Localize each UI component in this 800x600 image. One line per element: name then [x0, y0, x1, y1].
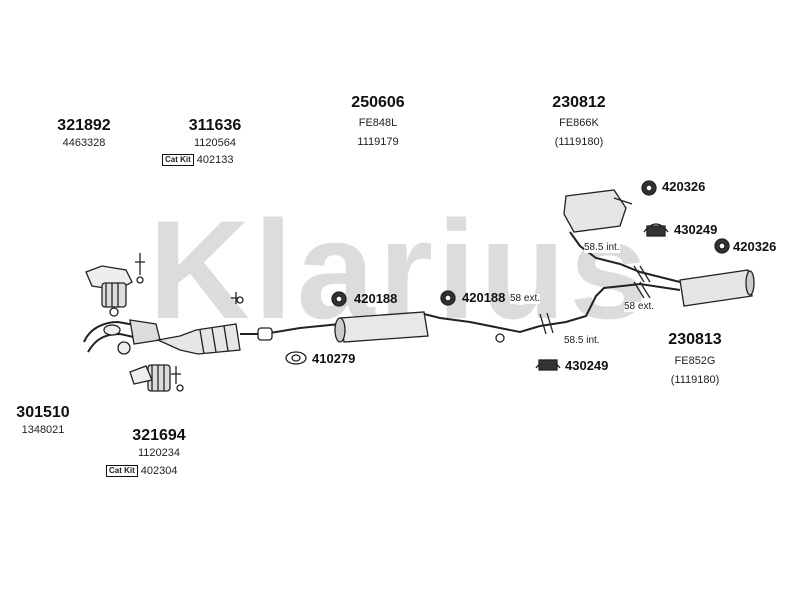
rubber-mount-icon: [714, 238, 730, 254]
cat-kit-row-311636: Cat Kit 402133: [162, 154, 234, 166]
part-ref-4463328: 4463328: [62, 137, 106, 149]
part-ref-1119180: (1119180): [554, 136, 604, 148]
annotation-58-ext-left: 58 ext.: [510, 293, 541, 304]
fitting-420188-a[interactable]: 420188: [354, 291, 398, 306]
down-pipe: [83, 319, 161, 355]
part-number-230812[interactable]: 230812: [552, 94, 606, 111]
cat-kit-ref: 402133: [196, 153, 234, 166]
part-number-321694[interactable]: 321694: [132, 427, 186, 444]
rear-pipe: [539, 282, 681, 327]
gasket-icon: [285, 351, 307, 365]
cat-kit-row-321694: Cat Kit 402304: [106, 465, 178, 477]
hanger-icon: [643, 223, 669, 237]
fitting-420188-b[interactable]: 420188: [462, 290, 506, 305]
flange-ring: [257, 327, 273, 341]
exhaust-system: [83, 189, 755, 392]
rear-silencer: [679, 269, 755, 307]
part-code-fe852g: FE852G: [674, 355, 716, 367]
upper-rear-box: [563, 189, 633, 233]
front-catalyst-lower: [129, 364, 184, 392]
centre-silencer: [334, 311, 541, 343]
clamp-joint: [539, 265, 651, 335]
annotation-58-ext-right: 58 ext.: [624, 301, 655, 312]
fitting-420326-top[interactable]: 420326: [662, 179, 706, 194]
annotation-58-5-int-top: 58.5 int.: [584, 242, 620, 253]
fitting-410279[interactable]: 410279: [312, 351, 356, 366]
part-ref-1120234: 1120234: [137, 447, 181, 459]
cat-kit-badge: Cat Kit: [106, 465, 138, 477]
front-catalyst-upper: [85, 253, 145, 317]
part-code-fe866k: FE866K: [559, 117, 599, 129]
part-code-fe848l: FE848L: [358, 117, 398, 129]
cat-kit-ref: 402304: [140, 464, 178, 477]
part-number-321892[interactable]: 321892: [57, 117, 111, 134]
fitting-430249-bottom[interactable]: 430249: [565, 358, 609, 373]
rubber-mount-icon: [641, 180, 657, 196]
part-ref-1120564: 1120564: [193, 137, 237, 149]
annotation-58-5-int-bottom: 58.5 int.: [564, 335, 600, 346]
fitting-icons: [285, 180, 730, 371]
main-catalyst: [155, 292, 244, 355]
cat-kit-badge: Cat Kit: [162, 154, 194, 166]
hanger-icon: [535, 359, 561, 371]
intermediate-pipe: [240, 323, 341, 335]
rear-pipe-upper: [569, 231, 681, 283]
fitting-420326-right[interactable]: 420326: [733, 239, 777, 254]
part-number-301510[interactable]: 301510: [16, 404, 70, 421]
rubber-mount-icon: [440, 290, 456, 306]
fitting-430249-top[interactable]: 430249: [674, 222, 718, 237]
part-number-250606[interactable]: 250606: [351, 94, 405, 111]
part-ref-1119179: 1119179: [357, 136, 399, 148]
part-number-311636[interactable]: 311636: [188, 117, 242, 134]
rubber-mount-icon: [331, 291, 347, 307]
part-number-230813[interactable]: 230813: [668, 331, 722, 348]
part-ref-1119180-b: (1119180): [670, 374, 720, 386]
part-ref-1348021: 1348021: [21, 424, 65, 436]
